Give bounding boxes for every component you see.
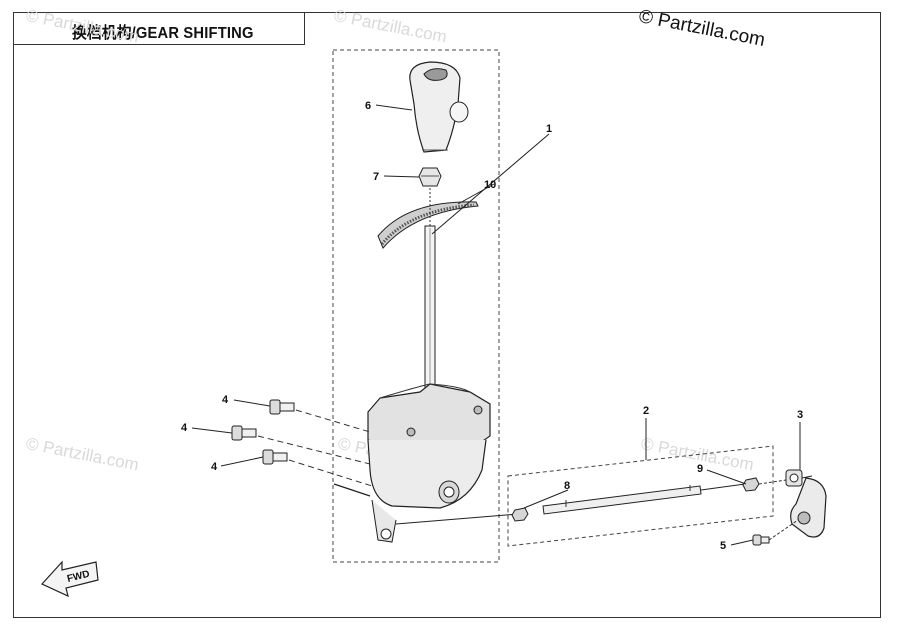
callout-5: 5 [720, 540, 726, 552]
callout-10: 10 [484, 179, 496, 191]
shifter-group-box [332, 49, 500, 563]
bolt [269, 399, 371, 433]
shift-knob [409, 61, 469, 153]
callout-7: 7 [373, 171, 379, 183]
shift-gate-plate [377, 201, 479, 249]
bolt [231, 425, 371, 465]
rod-nut [511, 507, 529, 522]
small-bolt [752, 519, 799, 546]
ball-joint [785, 469, 813, 487]
shift-rod-group-box [507, 445, 774, 547]
linkage-line [395, 513, 519, 525]
callout-4: 4 [222, 394, 229, 406]
rod-nut [742, 477, 787, 492]
drawing-frame [13, 12, 881, 618]
diagram-title: 换档机构/GEAR SHIFTING [72, 25, 254, 42]
callout-4: 4 [181, 422, 188, 434]
shifter-housing [333, 383, 491, 543]
callout-2: 2 [643, 405, 649, 417]
callout-8: 8 [564, 480, 570, 492]
lock-nut [418, 167, 442, 187]
callout-3: 3 [797, 409, 803, 421]
title-block [13, 12, 305, 45]
callout-9: 9 [697, 463, 703, 475]
fwd-arrow-icon: FWD [41, 560, 99, 598]
shift-rod [542, 483, 746, 515]
shift-arm [790, 477, 827, 538]
leader-lines [191, 104, 801, 546]
fwd-label: FWD [66, 569, 91, 585]
callout-1: 1 [546, 123, 552, 135]
bolt [262, 449, 373, 487]
callout-4: 4 [211, 461, 218, 473]
callout-6: 6 [365, 100, 371, 112]
